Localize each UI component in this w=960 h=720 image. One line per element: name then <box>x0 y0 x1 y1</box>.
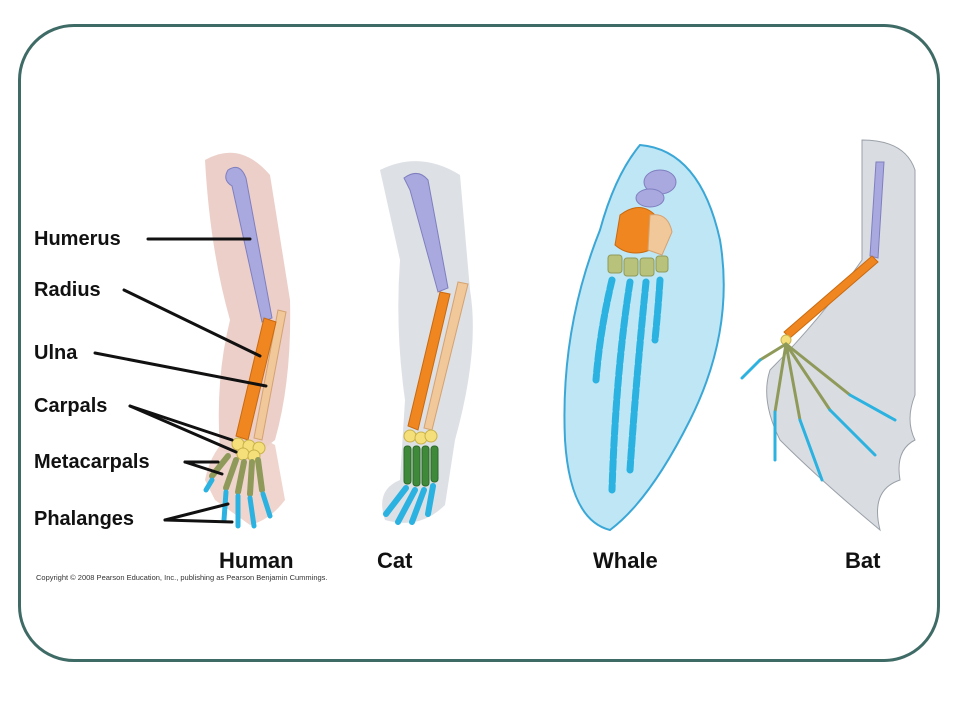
ulna-label: Ulna <box>34 342 78 364</box>
phalanges-label: Phalanges <box>34 508 135 530</box>
species-label-whale: Whale <box>593 548 658 573</box>
species-label-bat: Bat <box>845 548 881 573</box>
leader-lines <box>93 237 268 524</box>
radius-label: Radius <box>34 279 101 301</box>
cat-leg <box>380 161 473 525</box>
bat-wing <box>740 139 916 532</box>
humerus-label: Humerus <box>34 228 121 250</box>
species-label-human: Human <box>219 548 294 573</box>
metacarpals-label: Metacarpals <box>34 451 150 473</box>
carpals-label: Carpals <box>34 395 108 417</box>
species-label-cat: Cat <box>377 548 413 573</box>
copyright-notice: Copyright © 2008 Pearson Education, Inc.… <box>36 573 328 582</box>
whale-flipper <box>563 143 725 532</box>
human-arm <box>203 152 291 529</box>
